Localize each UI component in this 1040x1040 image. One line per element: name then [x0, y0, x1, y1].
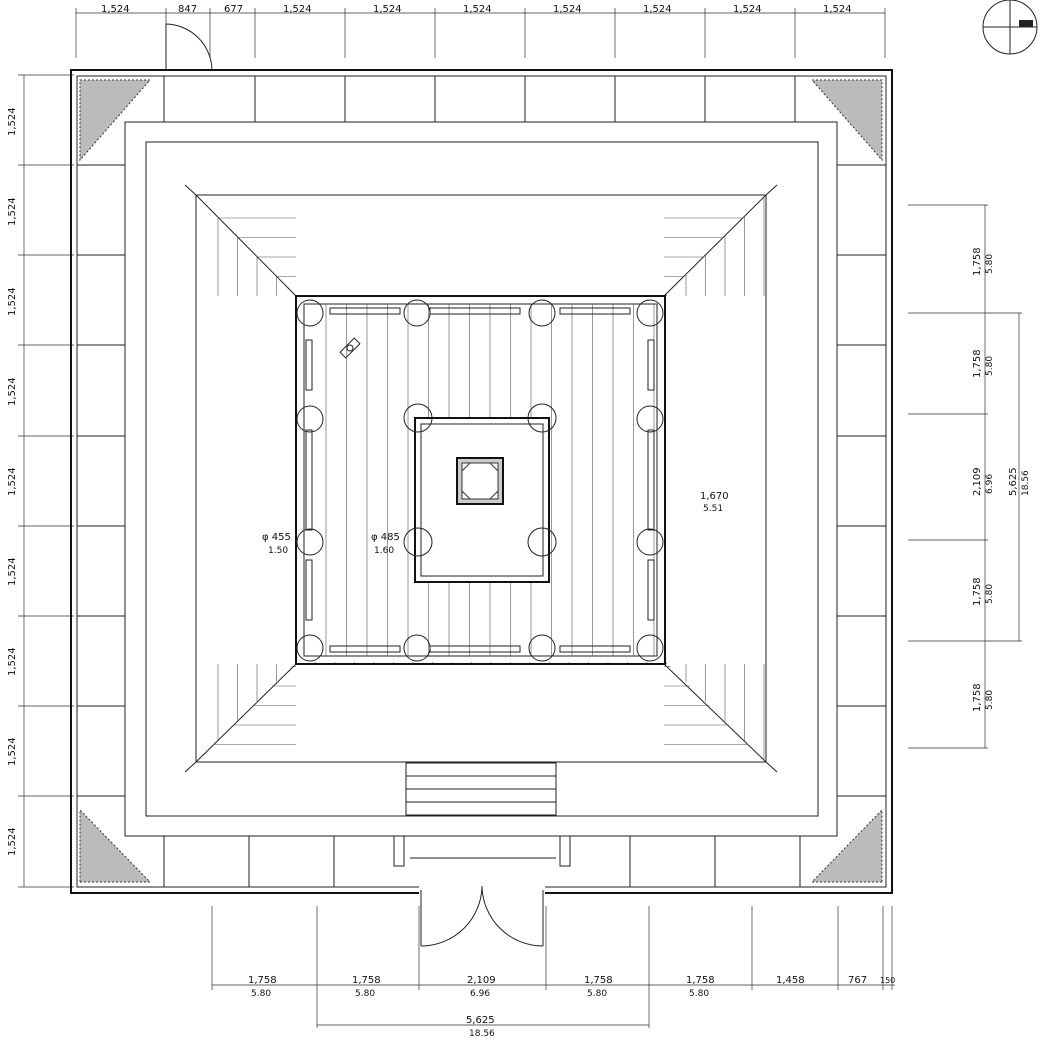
lantern-icon — [339, 337, 361, 359]
column-outer-dia: φ 455 — [262, 532, 291, 543]
top-dim-label: 1,524 — [373, 4, 402, 15]
bottom-total-mm: 5,625 — [466, 1015, 495, 1026]
front-double-door — [419, 885, 545, 947]
column-icon — [403, 299, 431, 327]
column-icon — [403, 527, 433, 557]
left-dim-label: 1,524 — [7, 647, 18, 676]
top-dim-label: 1,524 — [733, 4, 762, 15]
front-steps — [393, 762, 571, 867]
top-door — [165, 23, 213, 71]
top-dim-label: 1,524 — [101, 4, 130, 15]
top-dim-label: 1,524 — [463, 4, 492, 15]
top-dim-label: 1,524 — [643, 4, 672, 15]
bottom-dim-ft: 5.80 — [355, 989, 375, 999]
column-icon — [296, 299, 324, 327]
column-icon — [296, 634, 324, 662]
right-dimension-line: 1,758 5.80 1,758 5.80 2,109 6.96 1,758 5… — [908, 204, 1031, 749]
left-dim-label: 1,524 — [7, 287, 18, 316]
bottom-dim-ft: 5.80 — [251, 989, 271, 999]
bottom-dim-mm: 1,758 — [248, 975, 277, 986]
bottom-dim-mm: 1,458 — [776, 975, 805, 986]
column-inner-dia: φ 485 — [371, 532, 400, 543]
bottom-dim-mm: 1,758 — [686, 975, 715, 986]
column-icon — [636, 299, 664, 327]
right-dim-mm: 1,758 — [972, 247, 983, 276]
column-icon — [528, 634, 556, 662]
top-dim-label: 1,524 — [283, 4, 312, 15]
left-dim-label: 1,524 — [7, 197, 18, 226]
bottom-dim-mm: 1,758 — [584, 975, 613, 986]
column-icon — [527, 403, 557, 433]
left-dim-label: 1,524 — [7, 377, 18, 406]
bottom-total-ft: 18.56 — [469, 1029, 495, 1039]
right-dim-mm: 1,758 — [972, 577, 983, 606]
right-dim-ft: 5.80 — [985, 690, 995, 710]
right-dim-ft: 5.80 — [985, 254, 995, 274]
north-arrow-icon — [982, 0, 1038, 55]
column-icon — [296, 528, 324, 556]
bottom-dim-ft: 6.96 — [470, 989, 490, 999]
right-total-ft: 18.56 — [1021, 470, 1031, 496]
top-dim-label: 677 — [224, 4, 243, 15]
bottom-dim-mm: 2,109 — [467, 975, 496, 986]
right-dim-mm: 1,758 — [972, 349, 983, 378]
bottom-dim-ft: 5.80 — [587, 989, 607, 999]
top-dim-label: 1,524 — [553, 4, 582, 15]
left-dim-label: 1,524 — [7, 467, 18, 496]
top-dim-label: 1,524 — [823, 4, 852, 15]
eave-depth-ft: 5.51 — [703, 504, 723, 514]
column-icon — [636, 634, 664, 662]
top-dimension-line: 1,524 847 677 1,524 1,524 1,524 1,524 1,… — [75, 4, 886, 58]
column-icon — [296, 405, 324, 433]
column-outer-dia-ft: 1.50 — [268, 546, 288, 556]
bottom-dim-mm: 767 — [848, 975, 867, 986]
left-dim-label: 1,524 — [7, 107, 18, 136]
column-icon — [527, 527, 557, 557]
right-dim-mm: 2,109 — [972, 467, 983, 496]
column-icon — [528, 299, 556, 327]
bottom-dimension-line: 1,758 5.80 1,758 5.80 2,109 6.96 1,758 5… — [211, 906, 895, 1039]
left-dimension-line: 1,524 1,524 1,524 1,524 1,524 1,524 1,52… — [7, 74, 74, 888]
eave-depth-mm: 1,670 — [700, 491, 729, 502]
central-altar — [414, 417, 550, 583]
column-icon — [636, 528, 664, 556]
inner-hall — [295, 295, 666, 665]
left-dim-label: 1,524 — [7, 737, 18, 766]
left-dim-label: 1,524 — [7, 827, 18, 856]
column-icon — [636, 405, 664, 433]
right-dim-ft: 6.96 — [985, 474, 995, 494]
right-total-mm: 5,625 — [1008, 467, 1019, 496]
bottom-dim-ft: 5.80 — [689, 989, 709, 999]
right-dim-ft: 5.80 — [985, 584, 995, 604]
outer-platform — [70, 69, 893, 894]
right-dim-ft: 5.80 — [985, 356, 995, 376]
right-dim-mm: 1,758 — [972, 683, 983, 712]
bottom-dim-mm: 1,758 — [352, 975, 381, 986]
column-icon — [403, 403, 433, 433]
top-dim-label: 847 — [178, 4, 197, 15]
column-icon — [403, 634, 431, 662]
columns — [296, 299, 664, 662]
left-dim-label: 1,524 — [7, 557, 18, 586]
bottom-dim-mm: 150 — [880, 976, 895, 985]
column-inner-dia-ft: 1.60 — [374, 546, 394, 556]
